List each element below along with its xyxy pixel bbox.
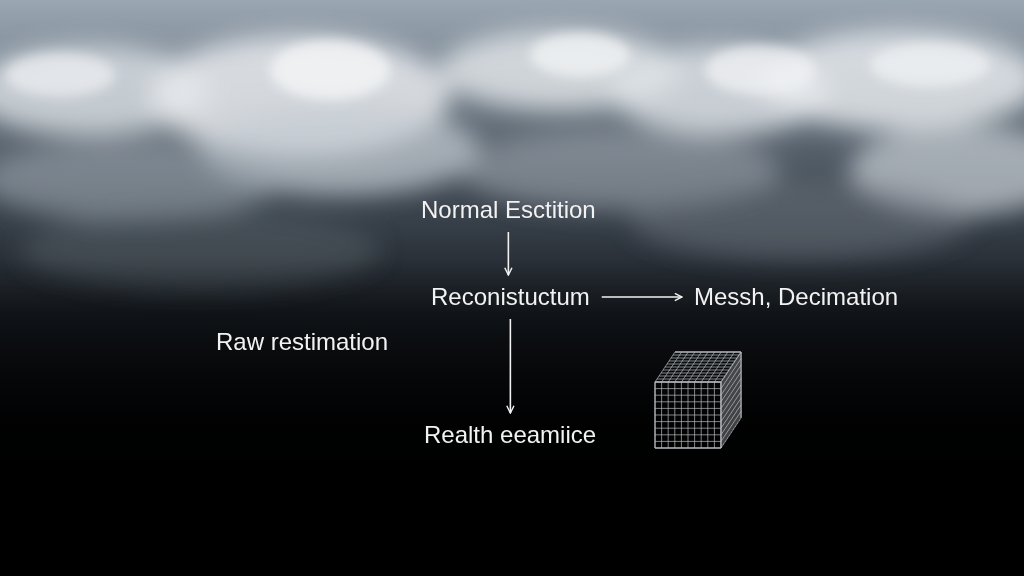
cube-line (669, 361, 735, 362)
flow-arrow (602, 296, 682, 298)
cube-line (673, 355, 739, 356)
cube-line (667, 364, 733, 365)
process-text-node: Messh, Decimation (686, 279, 906, 315)
cube-line (655, 441, 721, 442)
side-note: Raw restimation (216, 328, 388, 356)
cube-line (694, 382, 695, 448)
cube-line (675, 351, 741, 352)
process-text-node: Normal Esctition (413, 192, 604, 228)
flow-arrow (510, 319, 512, 413)
cube-line (655, 415, 721, 416)
cube-line (671, 358, 737, 359)
cube-line (735, 361, 736, 427)
step-label: Realth eeamiice (424, 421, 596, 449)
cube-line (721, 411, 741, 441)
cube-line (721, 392, 741, 422)
cube-line (740, 352, 741, 418)
process-text-node: Realth eeamiice (416, 417, 604, 453)
cube-grid (655, 352, 741, 448)
cube-line (655, 447, 721, 448)
step-label: Messh, Decimation (694, 283, 898, 311)
process-text-node: Reconistuctum (423, 279, 598, 315)
cube-line (731, 367, 732, 433)
cube-line (655, 434, 721, 435)
cube-line (721, 418, 741, 448)
cube-line (739, 355, 740, 421)
cube-line (733, 364, 734, 430)
cube-line (721, 382, 722, 448)
cube-line (665, 367, 731, 368)
cube-line (721, 352, 741, 382)
cube-line (720, 382, 721, 448)
flow-arrow (508, 232, 510, 275)
cube-line (701, 382, 702, 448)
cube-line (737, 358, 738, 424)
cube-line (714, 382, 715, 448)
step-label: Reconistuctum (431, 283, 590, 311)
cube-line (707, 382, 708, 448)
cube-line (721, 405, 741, 435)
cube-line (655, 428, 721, 429)
cube-line (721, 398, 741, 428)
cube-line (655, 421, 721, 422)
step-label: Normal Esctition (421, 196, 596, 224)
